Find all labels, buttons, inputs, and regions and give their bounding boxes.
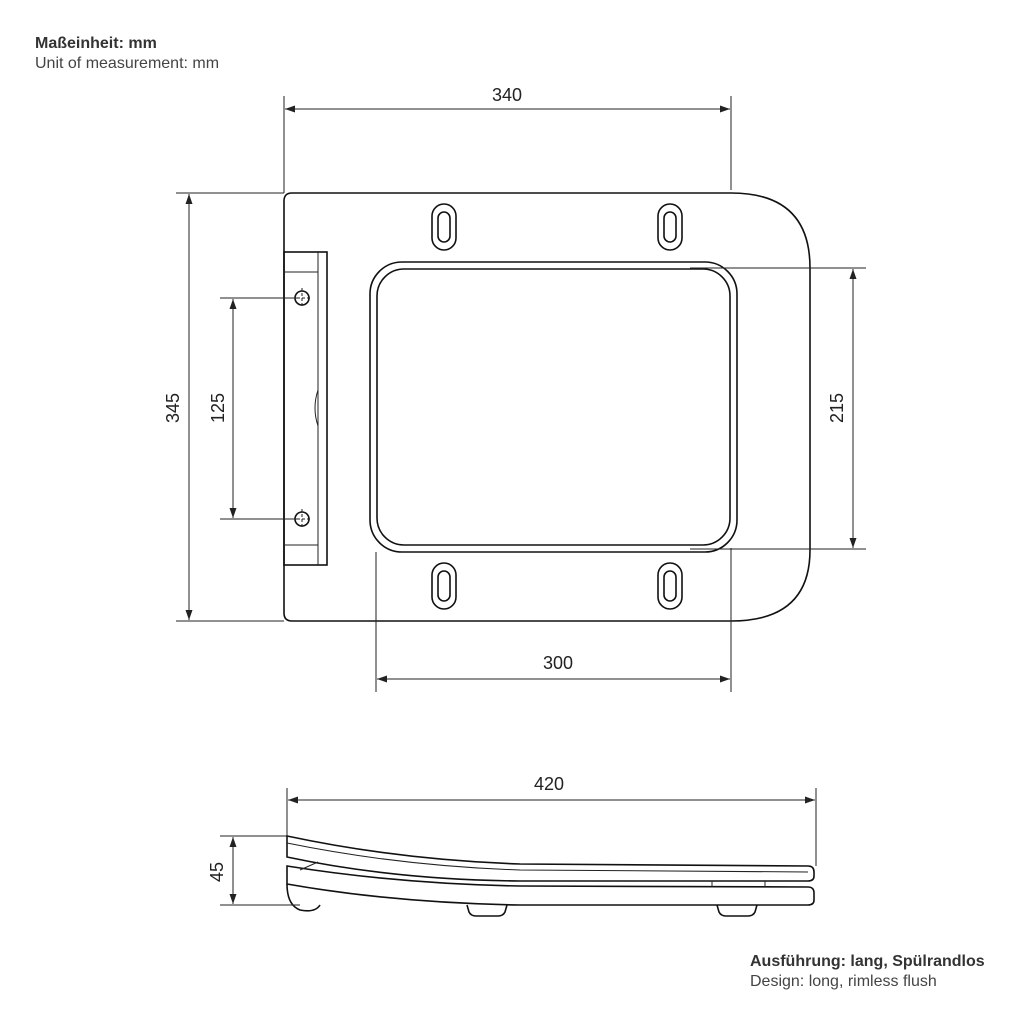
bumper-slot (431, 203, 457, 251)
bumper (716, 904, 758, 917)
seat-outline (283, 192, 811, 622)
dimension-height-label: 45 (207, 862, 227, 882)
dimension-total-length: 420 (286, 774, 817, 866)
design-note-en: Design: long, rimless flush (750, 973, 937, 990)
bumper-slot (657, 203, 683, 251)
seat-opening-inner (376, 268, 731, 546)
dimension-hinge-spacing: 125 (208, 297, 300, 520)
bumper-slot (431, 562, 457, 610)
side-view: 420 45 (207, 774, 817, 917)
dimension-total-depth-label: 345 (163, 393, 183, 423)
hinge-bar (283, 251, 328, 566)
design-note-de: Ausführung: lang, Spülrandlos (750, 953, 985, 970)
bumper (466, 904, 508, 917)
dimension-bottom-width-label: 300 (543, 653, 573, 673)
dimension-top-width-label: 340 (492, 85, 522, 105)
seat-profile (286, 865, 815, 906)
units-note: Maßeinheit: mm Unit of measurement: mm (35, 34, 219, 74)
seat-opening-outer (369, 261, 738, 553)
dimension-inner-height: 215 (690, 267, 866, 550)
hinge-foot (286, 883, 321, 912)
dimension-bottom-width: 300 (375, 548, 732, 692)
units-note-en: Unit of measurement: mm (35, 55, 220, 72)
lid-profile (286, 835, 815, 882)
dimension-height: 45 (207, 835, 300, 906)
units-note-de: Maßeinheit: mm (35, 35, 157, 52)
top-view: 340 345 125 215 300 (163, 85, 866, 692)
dimension-top-width: 340 (283, 85, 732, 193)
dimension-hinge-spacing-label: 125 (208, 393, 228, 423)
dimension-total-depth: 345 (163, 192, 284, 622)
dimension-inner-height-label: 215 (827, 393, 847, 423)
bumper-slot (657, 562, 683, 610)
design-note: Ausführung: lang, Spülrandlos Design: lo… (750, 952, 985, 992)
dimension-total-length-label: 420 (534, 774, 564, 794)
